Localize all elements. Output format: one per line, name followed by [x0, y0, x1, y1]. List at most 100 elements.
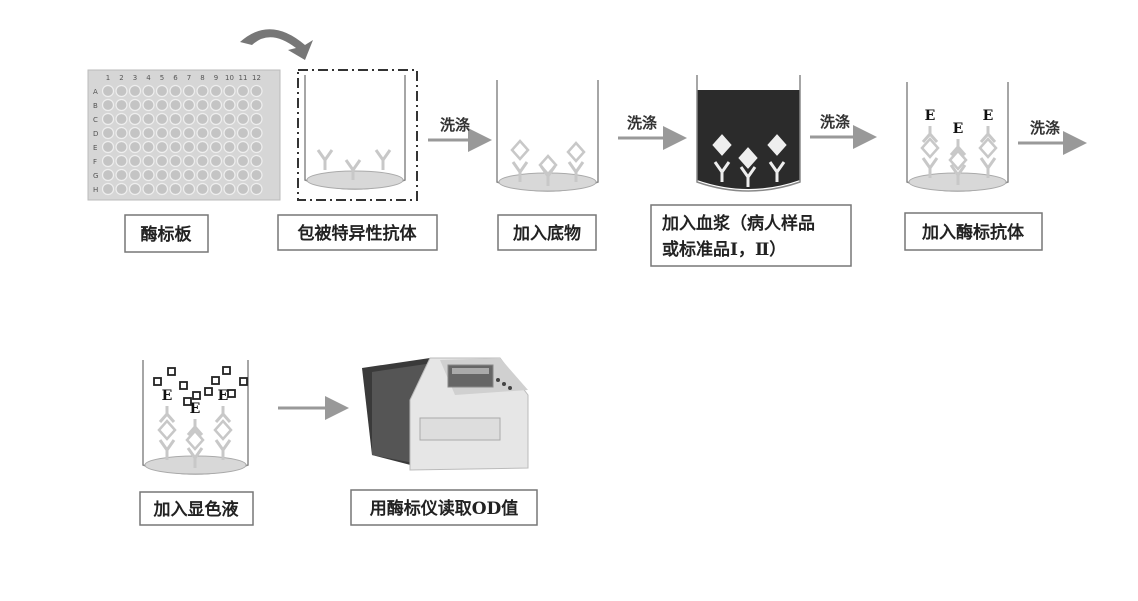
- plate-well: [115, 168, 128, 182]
- plate-col-label: 6: [173, 74, 178, 82]
- plate-well: [209, 84, 223, 98]
- antibody-icon: [316, 149, 334, 170]
- chromogen-icon: [211, 376, 220, 385]
- antigen-icon: [185, 429, 205, 451]
- plate-well: [142, 84, 155, 98]
- plate-col-label: 4: [146, 74, 151, 82]
- chromogen-icon: [192, 391, 201, 400]
- plate-well: [209, 112, 223, 126]
- antibody-icon: [979, 157, 997, 178]
- plate-well: [236, 168, 250, 182]
- plate-well: [250, 154, 263, 168]
- plate-well: [155, 154, 169, 168]
- plate-well: [169, 84, 182, 98]
- antigen-icon: [767, 134, 787, 156]
- wash-label: 洗涤: [440, 116, 470, 134]
- plate-well: [223, 154, 236, 168]
- plate-well: [196, 168, 209, 182]
- plate-well: [196, 182, 209, 196]
- plate-well: [182, 84, 196, 98]
- plate-row-label: C: [93, 116, 98, 124]
- plate-well: [142, 168, 155, 182]
- plate-well: [250, 126, 263, 140]
- svg-text:酶标板: 酶标板: [141, 224, 193, 245]
- enzyme-antibody-icon: [921, 126, 939, 143]
- plate-well: [142, 182, 155, 196]
- wash-label: 洗涤: [1030, 119, 1060, 137]
- well-enzyme-antibody: EEE: [906, 82, 1009, 192]
- plate-well: [128, 98, 142, 112]
- plate-well: [223, 84, 236, 98]
- enzyme-antibody-icon: [949, 139, 967, 156]
- enzyme-label: E: [983, 108, 994, 124]
- plate-col-label: 9: [214, 74, 218, 82]
- plate-well: [101, 140, 115, 154]
- antibody-icon: [739, 166, 757, 187]
- enzyme-label: E: [190, 401, 201, 417]
- plate-row-label: D: [93, 130, 98, 138]
- curved-transfer-arrow: [240, 29, 313, 60]
- plate-well: [209, 98, 223, 112]
- well-bottom: [306, 170, 404, 190]
- plate-well: [155, 168, 169, 182]
- antibody-icon: [949, 164, 967, 185]
- plate-col-label: 10: [225, 74, 234, 82]
- plate-well: [196, 140, 209, 154]
- chromogen-icon: [204, 387, 213, 396]
- svg-text:加入血浆（病人样品: 加入血浆（病人样品: [661, 213, 815, 234]
- enzyme-antibody-icon: [214, 406, 232, 423]
- plate-well: [209, 154, 223, 168]
- plate-col-label: 7: [187, 74, 191, 82]
- enzyme-label: E: [162, 388, 173, 404]
- plate-well: [236, 126, 250, 140]
- plate-well: [223, 98, 236, 112]
- plate-well: [115, 182, 128, 196]
- enzyme-label: E: [925, 108, 936, 124]
- antibody-icon: [921, 157, 939, 178]
- well-substrate: [496, 80, 599, 192]
- antigen-icon: [948, 149, 968, 171]
- plate-well: [223, 126, 236, 140]
- enzyme-antibody-icon: [186, 419, 204, 436]
- plate-well: [196, 126, 209, 140]
- svg-text:加入底物: 加入底物: [512, 223, 581, 244]
- plate-well: [115, 112, 128, 126]
- plate-well: [250, 168, 263, 182]
- plate-well: [101, 182, 115, 196]
- plate-well: [169, 168, 182, 182]
- label-read-od: 用酶标仪读取OD值: [350, 489, 538, 526]
- plate-well: [209, 126, 223, 140]
- plate-well: [101, 126, 115, 140]
- plate-well: [155, 126, 169, 140]
- wash-arrow-1: 洗涤: [428, 116, 492, 152]
- plate-well: [182, 112, 196, 126]
- plate-well: [155, 140, 169, 154]
- antibody-icon: [344, 159, 362, 180]
- plate-well: [250, 84, 263, 98]
- plate-well: [209, 168, 223, 182]
- plate-well: [223, 182, 236, 196]
- antigen-icon: [213, 419, 233, 441]
- plate-well: [169, 112, 182, 126]
- plate-col-label: 1: [106, 74, 110, 82]
- antibody-icon: [158, 439, 176, 460]
- wash-label: 洗涤: [820, 113, 850, 131]
- plate-well: [223, 168, 236, 182]
- antigen-icon: [157, 419, 177, 441]
- plate-well: [182, 126, 196, 140]
- antibody-icon: [214, 439, 232, 460]
- plate-well: [182, 98, 196, 112]
- plate-well: [128, 154, 142, 168]
- plate-well: [196, 112, 209, 126]
- plate-well: [142, 112, 155, 126]
- plate-well: [223, 140, 236, 154]
- plate-reader-instrument: [362, 357, 529, 471]
- antigen-icon: [566, 141, 586, 163]
- well-color-reagent: EEE: [142, 360, 249, 475]
- plate-well: [169, 154, 182, 168]
- plate-well: [250, 182, 263, 196]
- antigen-icon: [712, 134, 732, 156]
- plate-col-label: 12: [252, 74, 261, 82]
- plate-col-label: 8: [200, 74, 204, 82]
- label-add-plasma: 加入血浆（病人样品 或标准品Ⅰ，Ⅱ）: [650, 204, 852, 267]
